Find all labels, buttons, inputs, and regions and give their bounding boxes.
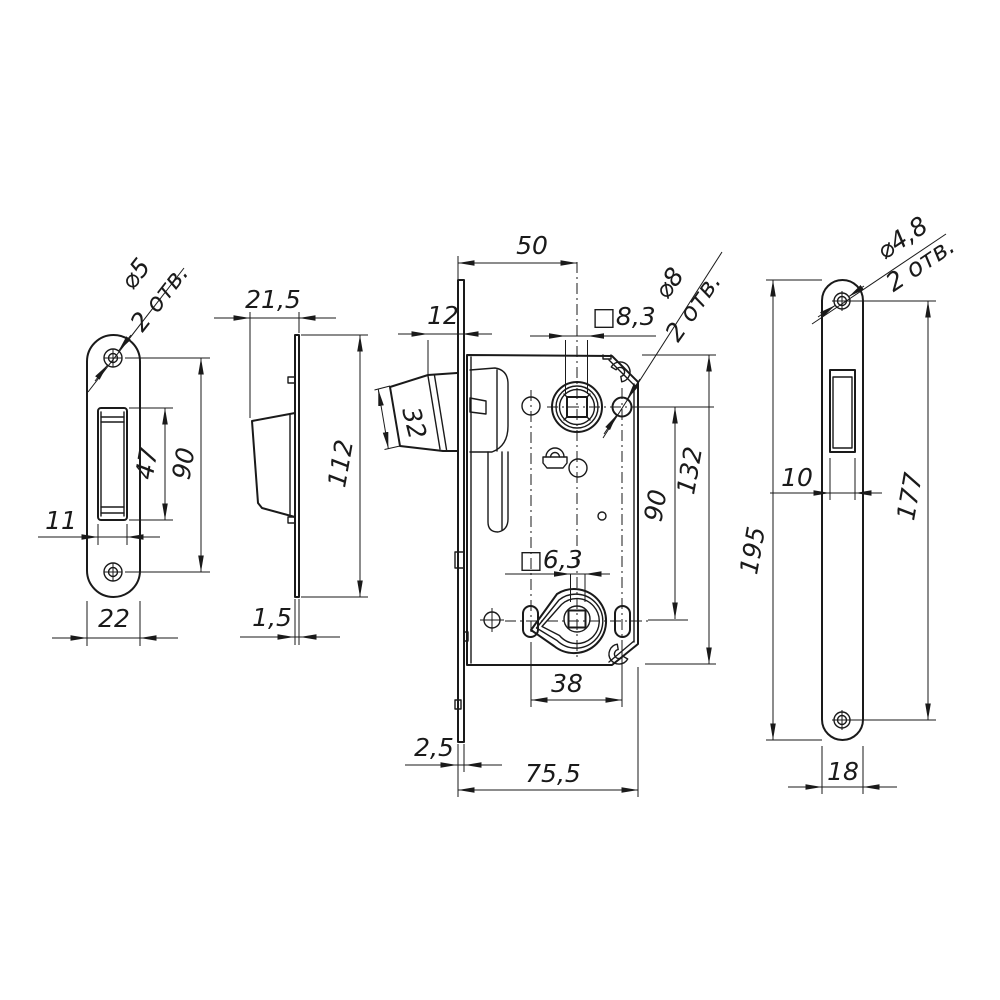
dim-latch-height: [374, 385, 401, 450]
dim-backset: [457, 256, 577, 279]
dim-faceplate-latch-width: [770, 458, 882, 500]
tiny-hole: [597, 511, 607, 521]
dim-strike-plate-width: [52, 601, 178, 646]
label-wc-square: □6,3: [519, 545, 582, 574]
corner-hook-top: [610, 361, 631, 383]
view-strike-plate-side: 21,5 112 1,5: [214, 285, 368, 645]
view-strike-plate-front: ⌀5 2 отв. 90 47 11 22: [38, 253, 210, 646]
lock-latch-bolt: [389, 372, 458, 452]
dim-body-height: [642, 354, 716, 665]
dim-faceplate-height: [766, 279, 822, 741]
label-strike-hole-spacing: 90: [167, 445, 201, 481]
label-latch-protrusion: 12: [427, 301, 459, 330]
view-lock-body: 50 12 □8,3 ⌀8 2 отв. 32 90 132 □6,3 38 2…: [374, 231, 727, 797]
faceplate-screw-hole-bottom: [832, 710, 852, 730]
wc-cam: [530, 588, 608, 655]
strike-screw-hole-bottom: [103, 562, 123, 582]
dim-spindle-square: [530, 333, 656, 394]
label-strike-cutout-height: 47: [130, 445, 164, 481]
corner-hook-bottom: [608, 643, 629, 665]
dim-body-depth: [458, 667, 639, 797]
strike-side-latch-wedge: [251, 376, 296, 524]
label-body-depth: 75,5: [525, 759, 581, 788]
label-faceplate-hole-spacing: 177: [891, 470, 928, 522]
dim-latch-protrusion: [398, 331, 492, 374]
strike-latch-cutout: [97, 407, 128, 521]
label-backset: 50: [516, 231, 548, 260]
mount-hole-leader: [602, 251, 723, 439]
dim-wc-square: [505, 571, 610, 602]
strike-plate-outline: [86, 334, 141, 598]
dim-strike-thickness: [240, 599, 340, 645]
label-strike-height: 112: [322, 438, 359, 490]
dim-faceplate-hole-spacing: [852, 300, 936, 721]
label-body-height: 132: [671, 445, 708, 497]
small-cross-hole: [480, 608, 504, 632]
small-hole: [568, 458, 588, 478]
centerlines: [505, 262, 714, 658]
stamp-detail: [542, 447, 568, 469]
lock-mechanism: [469, 367, 509, 533]
dim-strike-hole-spacing: [125, 357, 210, 573]
faceplate-hole-leader: [811, 233, 947, 325]
dim-strike-cutout-width: [38, 524, 160, 545]
label-slot-spacing: 38: [551, 669, 583, 698]
dim-strike-depth: [214, 312, 336, 418]
view-faceplate-front: ⌀4,8 2 отв. 10 177 195 18: [734, 211, 960, 794]
strike-hole-leader: [87, 267, 185, 393]
label-strike-cutout-width: 11: [45, 506, 77, 535]
label-strike-thickness: 1,5: [252, 603, 292, 632]
label-spindle-square: □8,3: [592, 302, 655, 331]
dim-slot-spacing: [530, 648, 623, 707]
dim-strike-cutout-height: [129, 407, 173, 521]
faceplate-outline: [821, 279, 864, 741]
label-faceplate-width: 18: [827, 757, 859, 786]
strike-screw-hole-top: [103, 348, 123, 368]
label-faceplate-latch-width: 10: [781, 463, 813, 492]
label-strike-plate-width: 22: [98, 604, 130, 633]
label-strike-depth: 21,5: [245, 285, 301, 314]
label-hub-spacing: 90: [639, 487, 673, 523]
faceplate-latch-window: [829, 369, 856, 453]
label-faceplate-thickness: 2,5: [414, 733, 454, 762]
dim-faceplate-width: [788, 746, 897, 794]
label-latch-height: 32: [396, 404, 432, 442]
dim-strike-height: [301, 334, 368, 598]
label-faceplate-height: 195: [734, 525, 771, 577]
